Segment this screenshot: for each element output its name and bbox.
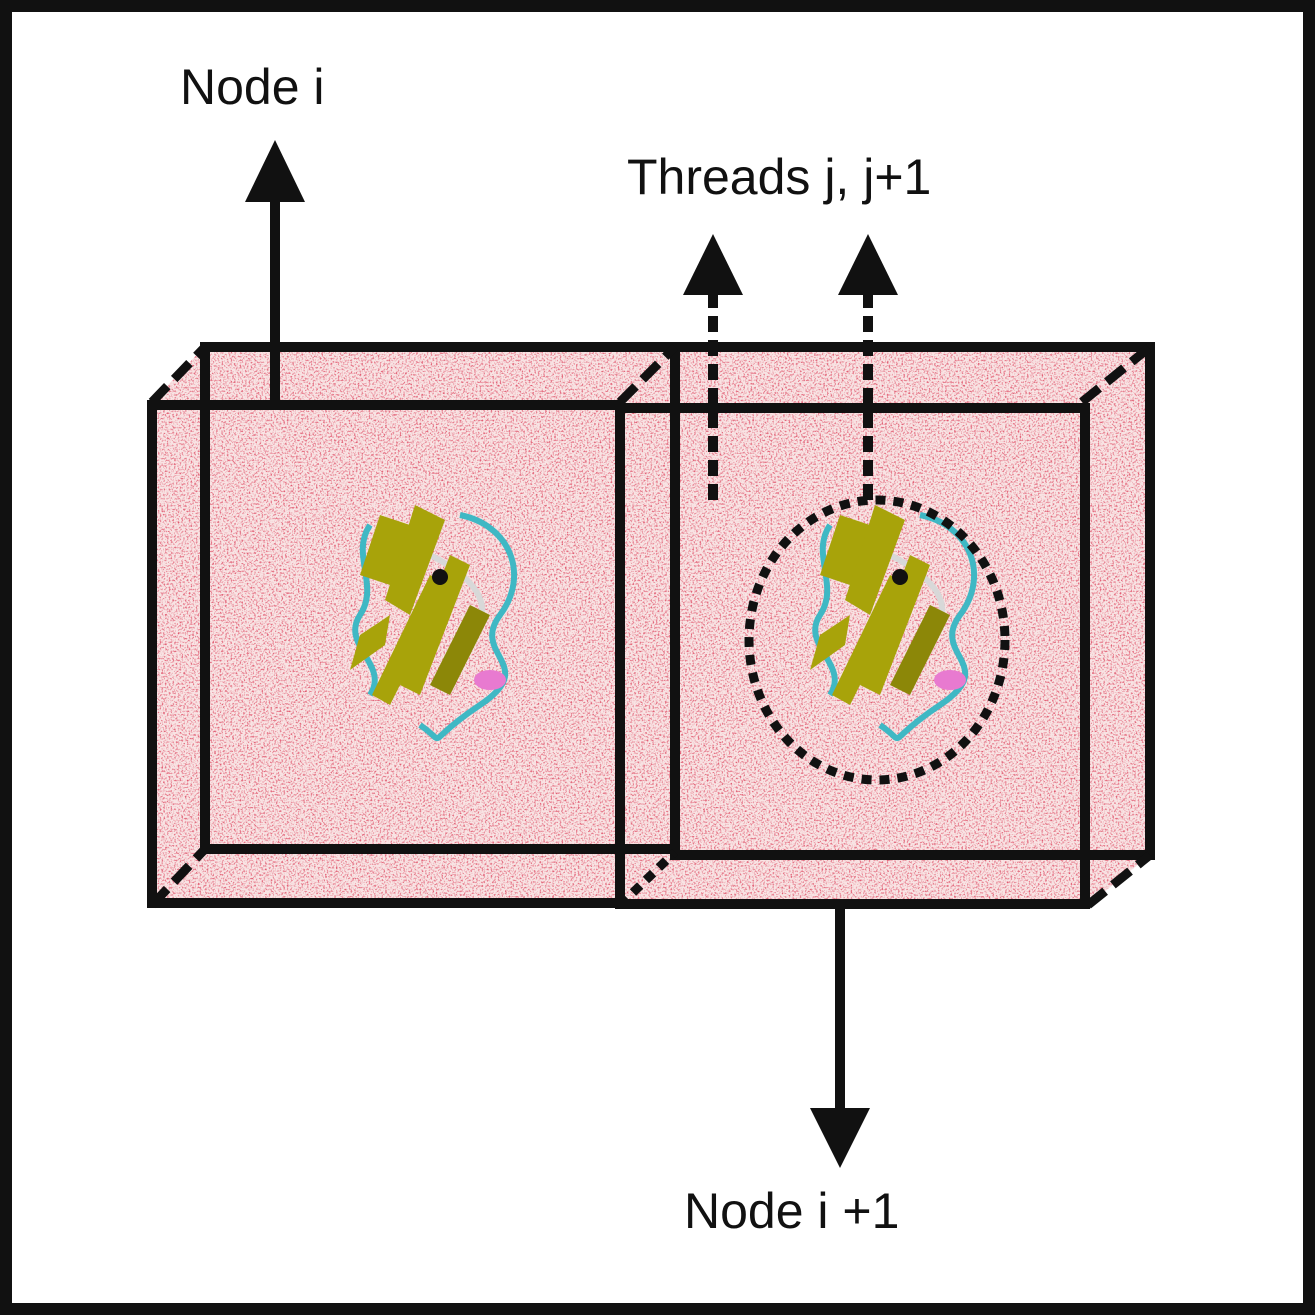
threads-label: Threads j, j+1 (627, 149, 932, 205)
dashed-arrow-up-icon (838, 234, 898, 500)
arrow-up-icon (245, 140, 305, 405)
front-box-right (615, 403, 1090, 909)
thread-region-ellipse (744, 495, 1010, 785)
solvent-water-region (152, 346, 1150, 905)
depth-edges (148, 343, 1153, 909)
node-i-label: Node i (180, 59, 325, 115)
front-boxes (147, 400, 1090, 909)
node-i-plus-1-label: Node i +1 (684, 1183, 900, 1239)
protein-ribbon-icon (350, 505, 518, 742)
arrow-down-icon (810, 905, 870, 1168)
back-boxes (200, 342, 1155, 860)
dashed-arrow-up-icon (683, 234, 743, 500)
protein-ribbon-icon (810, 505, 978, 742)
